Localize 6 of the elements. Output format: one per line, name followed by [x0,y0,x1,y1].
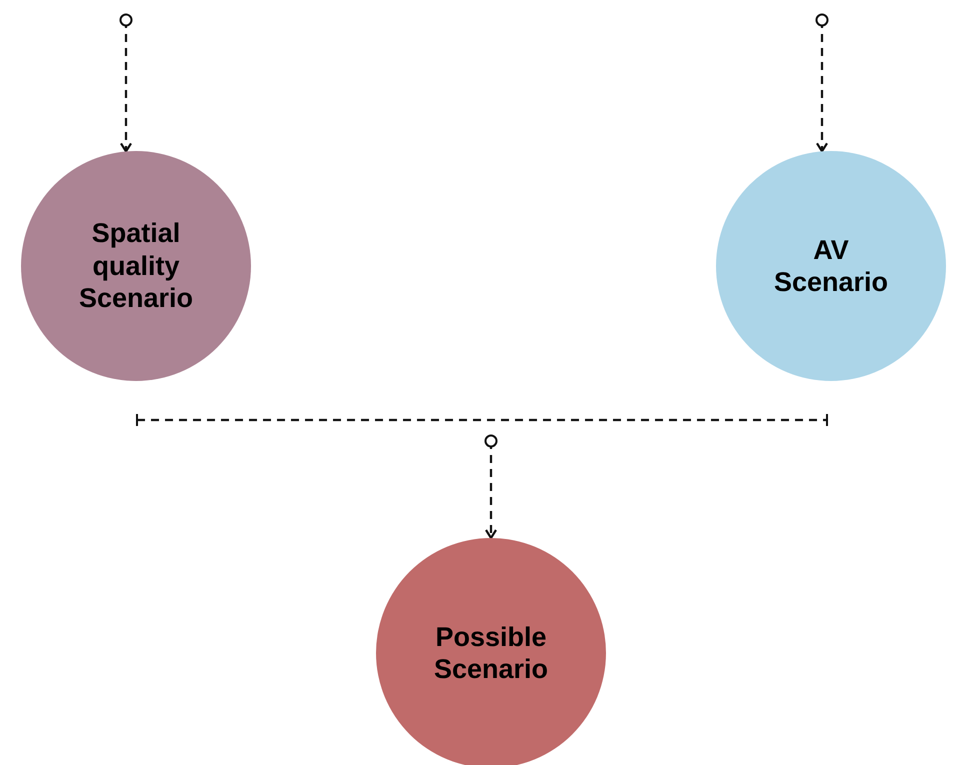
scenario-label: AV Scenario [772,234,890,298]
scenario-label: Spatial quality Scenario [78,217,194,315]
arrow [120,14,132,153]
arrow [484,434,498,540]
scenario-label: Possible Scenario [432,620,550,686]
arrow [816,14,828,152]
